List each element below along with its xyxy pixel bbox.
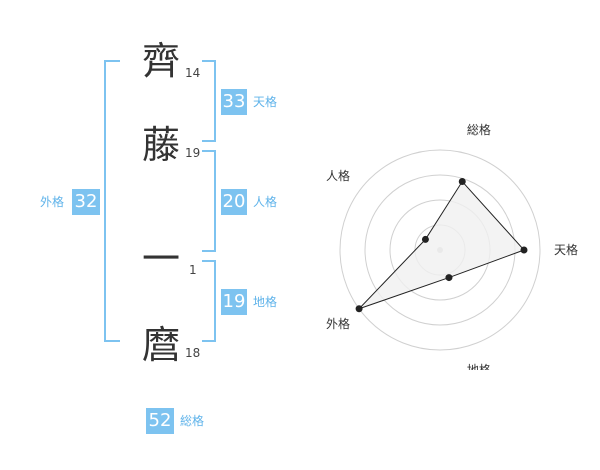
radar-ring-4 <box>339 149 541 351</box>
stroke-count-3: 1 <box>189 263 197 277</box>
chikaku-value-badge: 19 <box>221 289 247 315</box>
chikaku-label: 地格 <box>253 295 278 309</box>
radar-point-地格 <box>445 274 453 282</box>
name-char-4: 麿 <box>142 323 181 367</box>
jinkaku-label: 人格 <box>253 195 278 209</box>
name-char-3: 一 <box>142 237 181 281</box>
gaikaku-bracket <box>104 60 120 342</box>
soukaku-value-badge: 52 <box>146 408 174 434</box>
radar-axis-label: 外格 <box>326 316 350 331</box>
radar-series-polygon <box>358 180 525 310</box>
tenkaku-bracket <box>202 60 216 142</box>
radar-point-総格 <box>458 178 466 186</box>
chikaku-bracket <box>202 260 216 342</box>
radar-axis-label: 天格 <box>554 242 578 257</box>
radar-axis-label: 総格 <box>467 122 491 137</box>
gaikaku-value-badge: 32 <box>72 189 100 215</box>
radar-point-天格 <box>520 246 528 254</box>
tenkaku-value-badge: 33 <box>221 89 247 115</box>
stroke-count-2: 19 <box>185 146 201 160</box>
radar-axis-label: 人格 <box>326 168 350 183</box>
soukaku-label: 総格 <box>180 414 205 428</box>
tenkaku-label: 天格 <box>253 95 278 109</box>
radar-axis-label: 地格 <box>467 362 491 370</box>
name-char-2: 藤 <box>142 123 181 167</box>
radar-point-人格 <box>421 235 429 243</box>
stroke-count-4: 18 <box>185 346 201 360</box>
stroke-count-1: 14 <box>185 66 201 80</box>
name-char-1: 齊 <box>142 39 181 83</box>
gaikaku-label: 外格 <box>40 195 65 209</box>
radar-point-外格 <box>355 305 363 313</box>
jinkaku-value-badge: 20 <box>221 189 247 215</box>
jinkaku-bracket <box>202 150 216 252</box>
